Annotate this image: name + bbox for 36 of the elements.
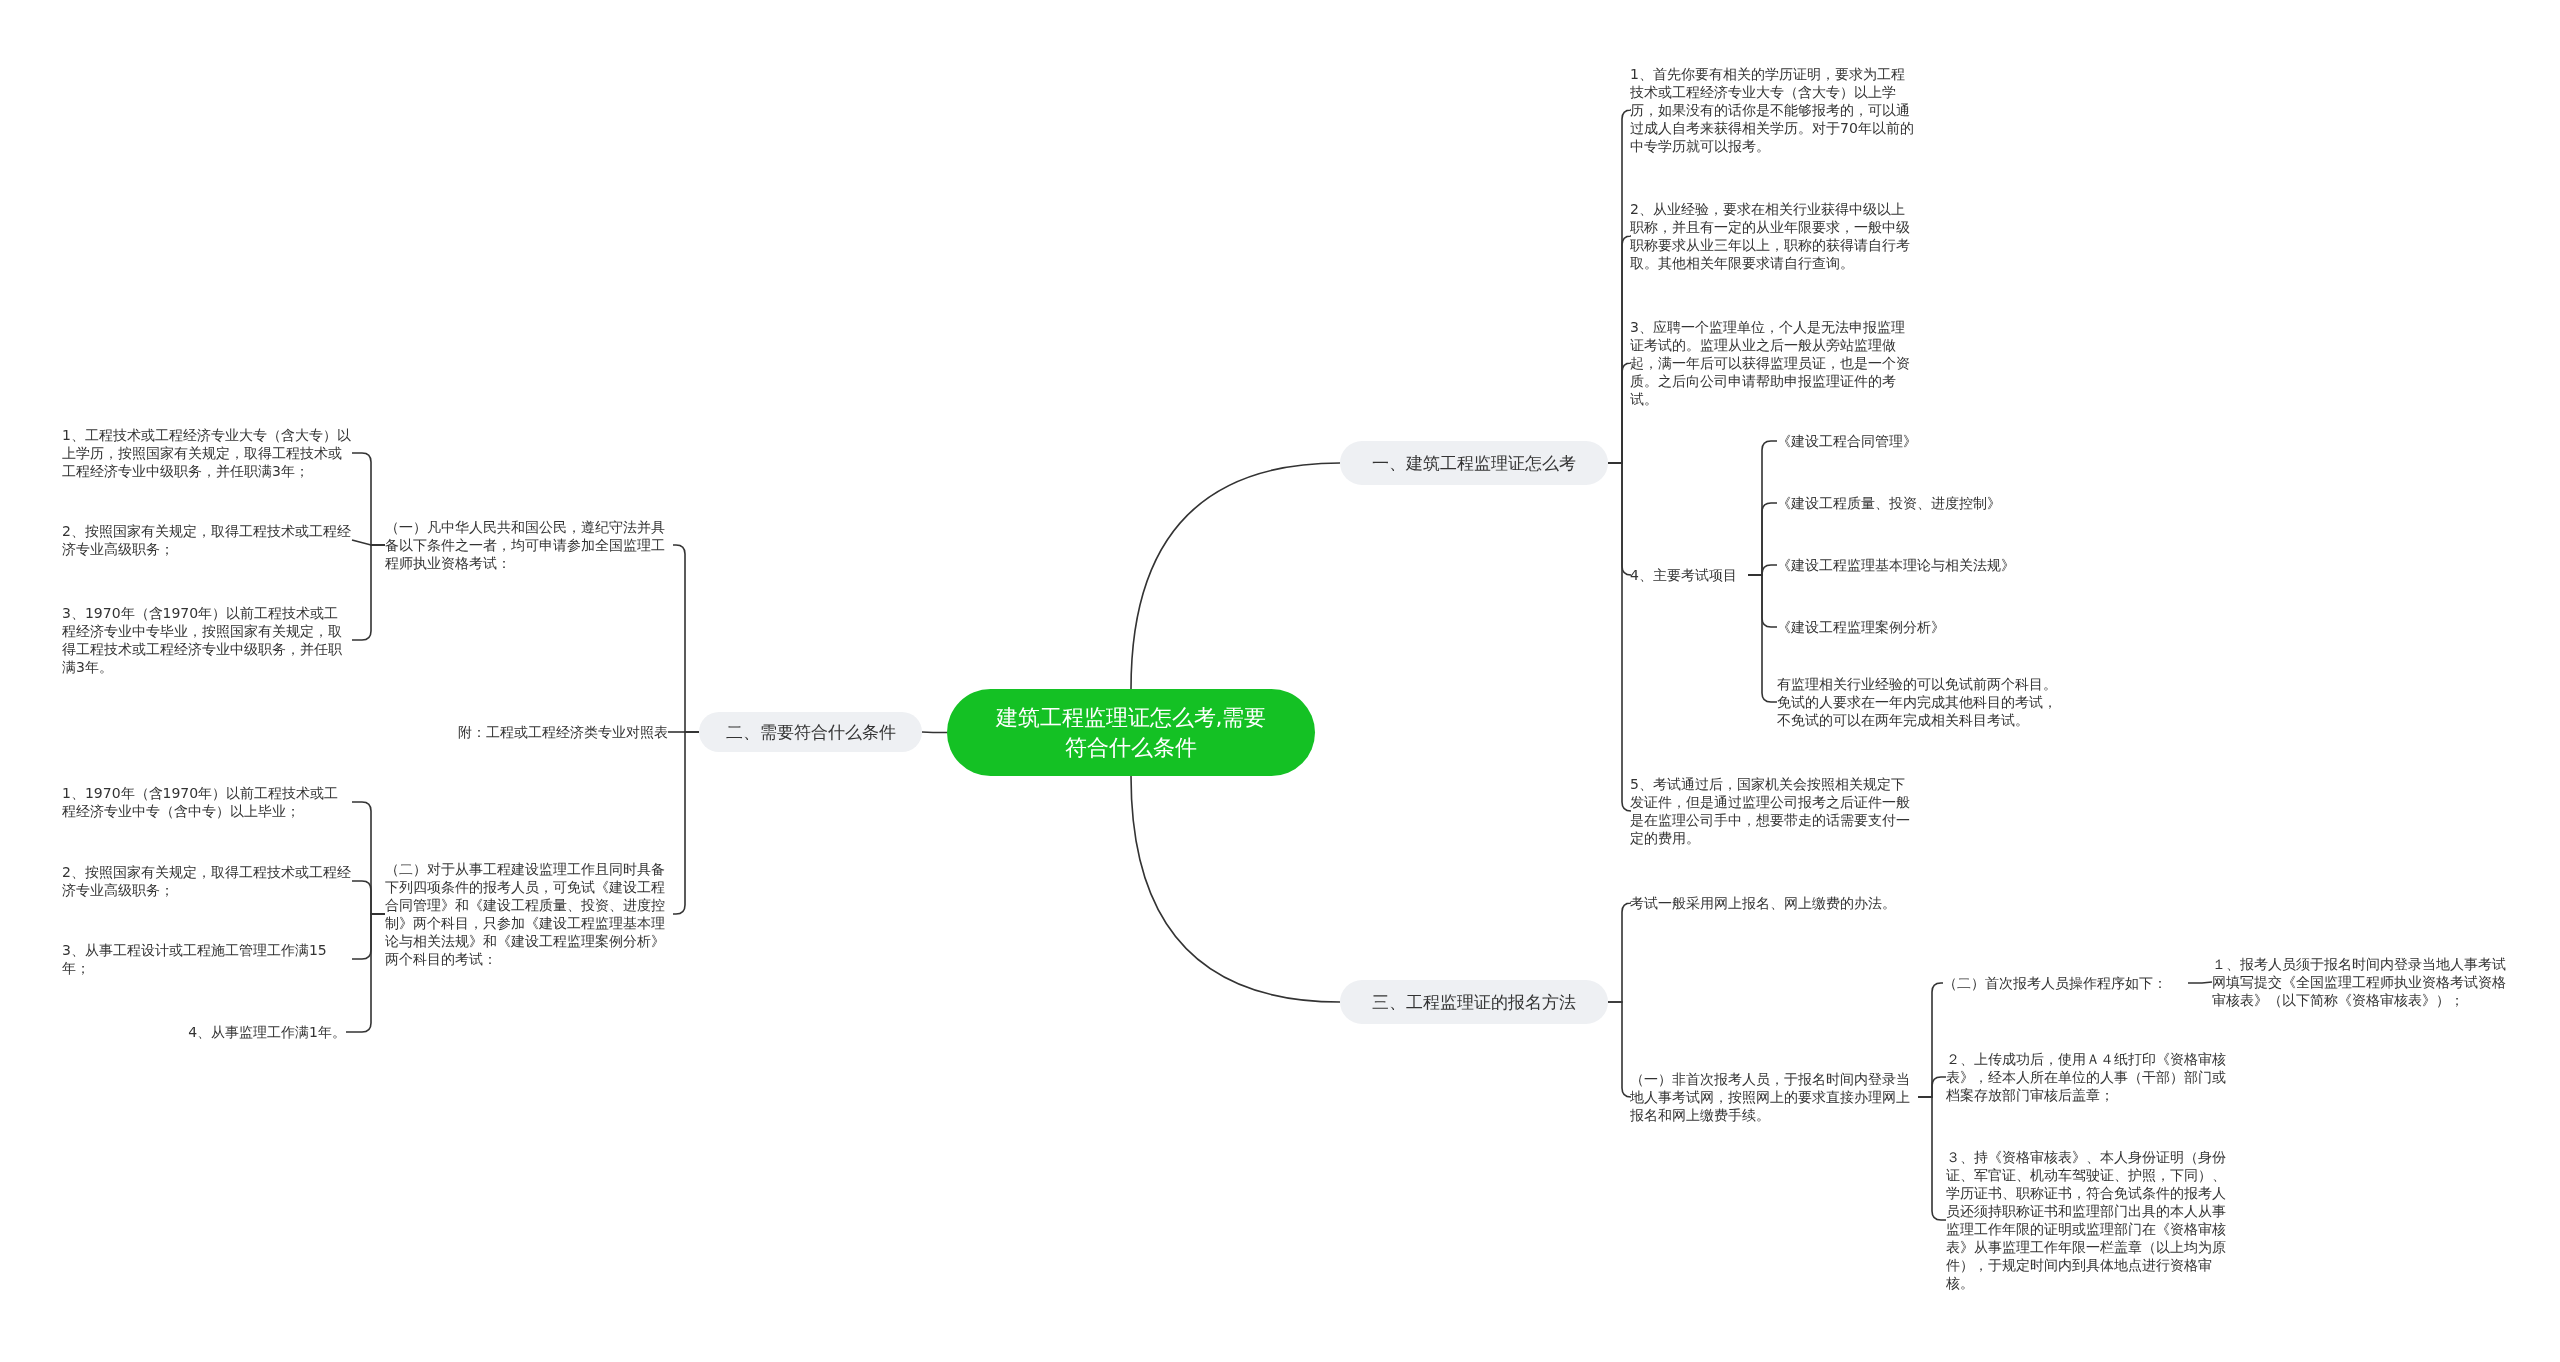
topic-text: （二）首次报考人员操作程序如下： bbox=[1943, 974, 2168, 992]
topic-text: 3、从事工程设计或工程施工管理工作满15年； bbox=[62, 941, 328, 977]
connector-line bbox=[1130, 462, 1341, 690]
topic-text: （二）对于从事工程建设监理工作且同时具备下列四项条件的报考人员，可免试《建设工程合同管理》和《建设工程质量、投资、进度控制》两个科目，只参加《建设工程监理基本理论与相关法规》和《建设工程监理案例分析》两个科目的考试： bbox=[385, 860, 666, 968]
topic-text: 1、工程技术或工程经济专业大专（含大专）以上学历，按照国家有关规定，取得工程技术或工程经济专业中级职务，并任职满3年； bbox=[62, 426, 352, 480]
topic-text: 1、1970年（含1970年）以前工程技术或工程经济专业中专（含中专）以上毕业； bbox=[62, 784, 340, 820]
topic-text: ３、持《资格审核表》、本人身份证明（身份证、军官证、机动车驾驶证、护照，下同）、学历证书、职称证书，符合免试条件的报考人员还须持职称证书和监理部门出具的本人从事监理工作年限的证明或监理部门在《资格审核表》从事监理工作年限一栏盖章（以上均为原件），于规定时间内到具体地点进行资格审核。 bbox=[1946, 1148, 2227, 1292]
connector-line bbox=[921, 731, 948, 734]
topic-text: 2、从业经验，要求在相关行业获得中级以上职称，并且有一定的从业年限要求，一般中级职称要求从业三年以上，职称的获得请自行考取。其他相关年限要求请自行查询。 bbox=[1630, 200, 1911, 272]
topic-text: 4、从事监理工作满1年。 bbox=[187, 1023, 346, 1041]
connector-line bbox=[2187, 981, 2213, 984]
topic-text: 5、考试通过后，国家机关会按照相关规定下发证件，但是通过监理公司报考之后证件一般是在监理公司手中，想要带走的话需要支付一定的费用。 bbox=[1630, 775, 1911, 847]
topic-text: 《建设工程质量、投资、进度控制》 bbox=[1777, 494, 2002, 512]
topic-text: 1、首先你要有相关的学历证明，要求为工程技术或工程经济专业大专（含大专）以上学历，如果没有的话你是不能够报考的，可以通过成人自考来获得相关学历。对于70年以前的中专学历就可以报考。 bbox=[1630, 65, 1915, 155]
branch-topic: 一、建筑工程监理证怎么考 bbox=[1340, 441, 1608, 485]
topic-text: 考试一般采用网上报名、网上缴费的办法。 bbox=[1630, 894, 1897, 912]
topic-text: （一）非首次报考人员，于报名时间内登录当地人事考试网，按照网上的要求直接办理网上报名和网上缴费手续。 bbox=[1630, 1070, 1911, 1124]
connector-line bbox=[1607, 1001, 1632, 1098]
branch-topic: 三、工程监理证的报名方法 bbox=[1340, 980, 1608, 1024]
central-topic: 建筑工程监理证怎么考,需要符合什么条件 bbox=[947, 689, 1315, 776]
topic-text: 3、1970年（含1970年）以前工程技术或工程经济专业中专毕业，按照国家有关规定，取得工程技术或工程经济专业中级职务，并任职满3年。 bbox=[62, 604, 343, 676]
topic-text: ２、上传成功后，使用Ａ４纸打印《资格审核表》，经本人所在单位的人事（干部）部门或档案存放部门审核后盖章； bbox=[1946, 1050, 2227, 1104]
topic-text: 3、应聘一个监理单位，个人是无法申报监理证考试的。监理从业之后一般从旁站监理做起，满一年后可以获得监理员证，也是一个资质。之后向公司申请帮助申报监理证件的考试。 bbox=[1630, 318, 1911, 408]
topic-text: １、报考人员须于报名时间内登录当地人事考试网填写提交《全国监理工程师执业资格考试资格审核表》（以下简称《资格审核表》）； bbox=[2212, 955, 2507, 1009]
topic-text: 2、按照国家有关规定，取得工程技术或工程经济专业高级职务； bbox=[62, 522, 352, 558]
topic-text: 附：工程或工程经济类专业对照表 bbox=[457, 723, 668, 741]
topic-text: 4、主要考试项目 bbox=[1630, 566, 1738, 584]
connector-line bbox=[1130, 775, 1341, 1003]
connector-line bbox=[672, 731, 700, 915]
topic-text: 有监理相关行业经验的可以免试前两个科目。免试的人要求在一年内完成其他科目的考试，不免试的可以在两年完成相关科目考试。 bbox=[1777, 675, 2058, 729]
topic-text: （一）凡中华人民共和国公民，遵纪守法并具备以下条件之一者，均可申请参加全国监理工程师执业资格考试： bbox=[385, 518, 666, 572]
topic-text: 《建设工程监理基本理论与相关法规》 bbox=[1777, 556, 2016, 574]
branch-topic: 二、需要符合什么条件 bbox=[699, 712, 922, 752]
topic-text: 2、按照国家有关规定，取得工程技术或工程经济专业高级职务； bbox=[62, 863, 352, 899]
topic-text: 《建设工程监理案例分析》 bbox=[1777, 618, 1946, 636]
topic-text: 《建设工程合同管理》 bbox=[1777, 432, 1918, 450]
